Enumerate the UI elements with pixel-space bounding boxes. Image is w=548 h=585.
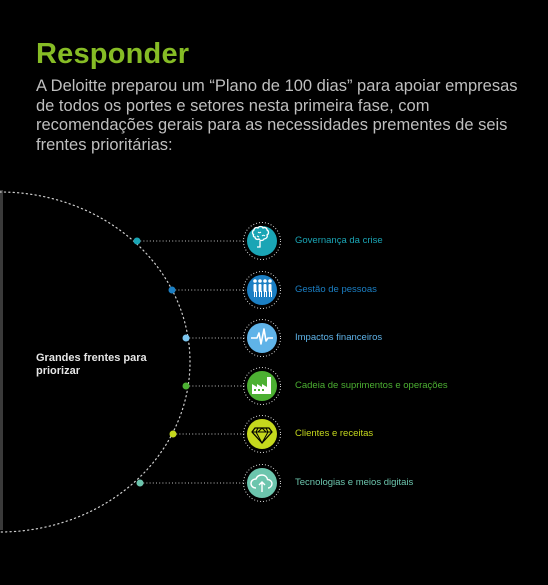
diamond-icon <box>242 414 282 454</box>
priority-item-label: Gestão de pessoas <box>295 284 377 295</box>
factory-icon <box>242 366 282 406</box>
priority-item-label: Cadeia de suprimentos e operações <box>295 380 448 391</box>
dotted-arc <box>0 191 191 533</box>
arc-node <box>182 382 190 390</box>
center-label: Grandes frentes para priorizar <box>36 352 147 377</box>
people-icon <box>242 270 282 310</box>
brain-icon <box>242 221 282 261</box>
cloud-upload-icon <box>242 463 282 503</box>
arc-node <box>136 479 144 487</box>
priority-item-label: Governança da crise <box>295 235 383 246</box>
arc-node <box>168 286 176 294</box>
intro-text: A Deloitte preparou um “Plano de 100 dia… <box>36 77 518 154</box>
pulse-icon <box>242 318 282 358</box>
arc-node <box>169 430 177 438</box>
priority-item-label: Impactos financeiros <box>295 332 383 343</box>
arc-node <box>182 334 190 342</box>
page-title: Responder <box>36 38 190 70</box>
arc-node <box>133 237 141 245</box>
priority-item-label: Clientes e receitas <box>295 428 374 439</box>
priority-item-label: Tecnologias e meios digitais <box>295 477 414 488</box>
page-edge-divider <box>0 190 3 530</box>
